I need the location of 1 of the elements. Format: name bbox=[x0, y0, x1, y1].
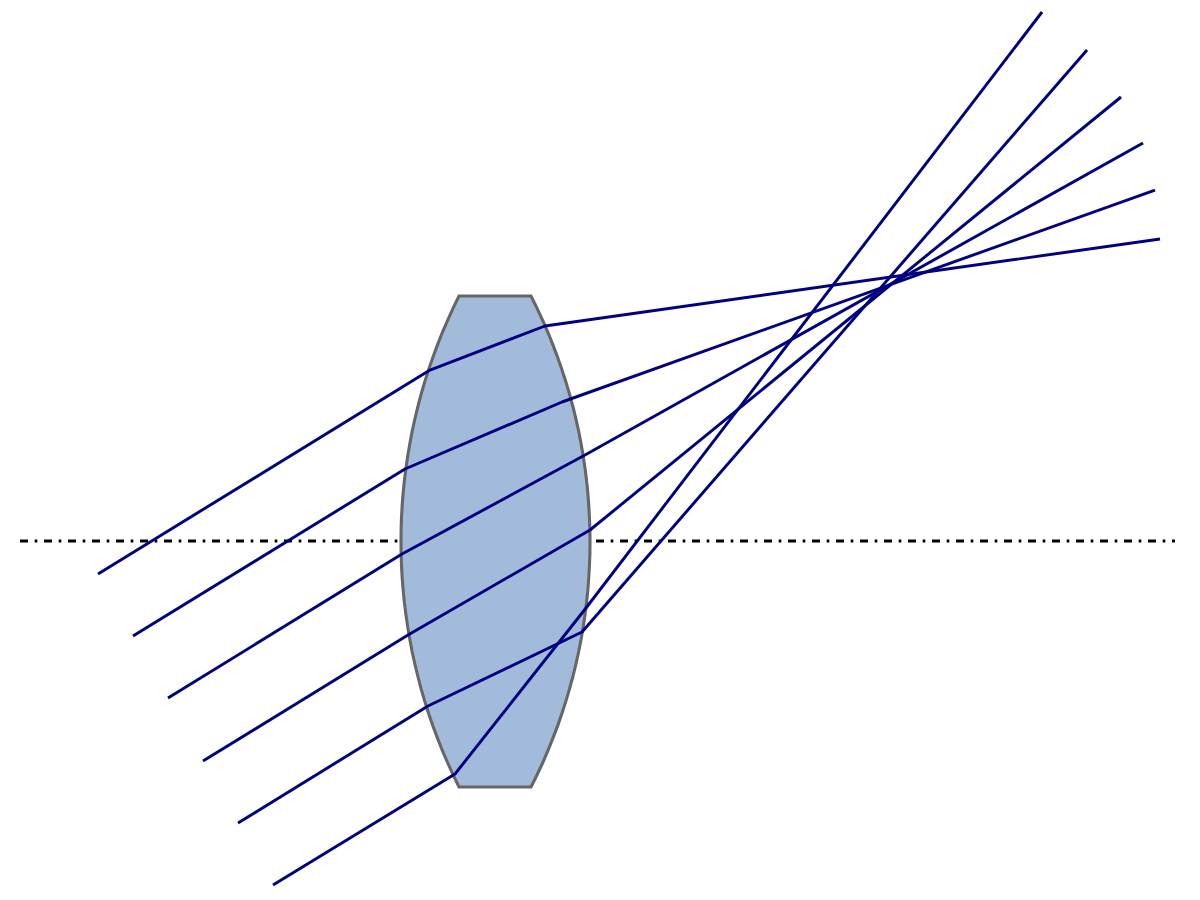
lens-drawing bbox=[399, 294, 592, 789]
